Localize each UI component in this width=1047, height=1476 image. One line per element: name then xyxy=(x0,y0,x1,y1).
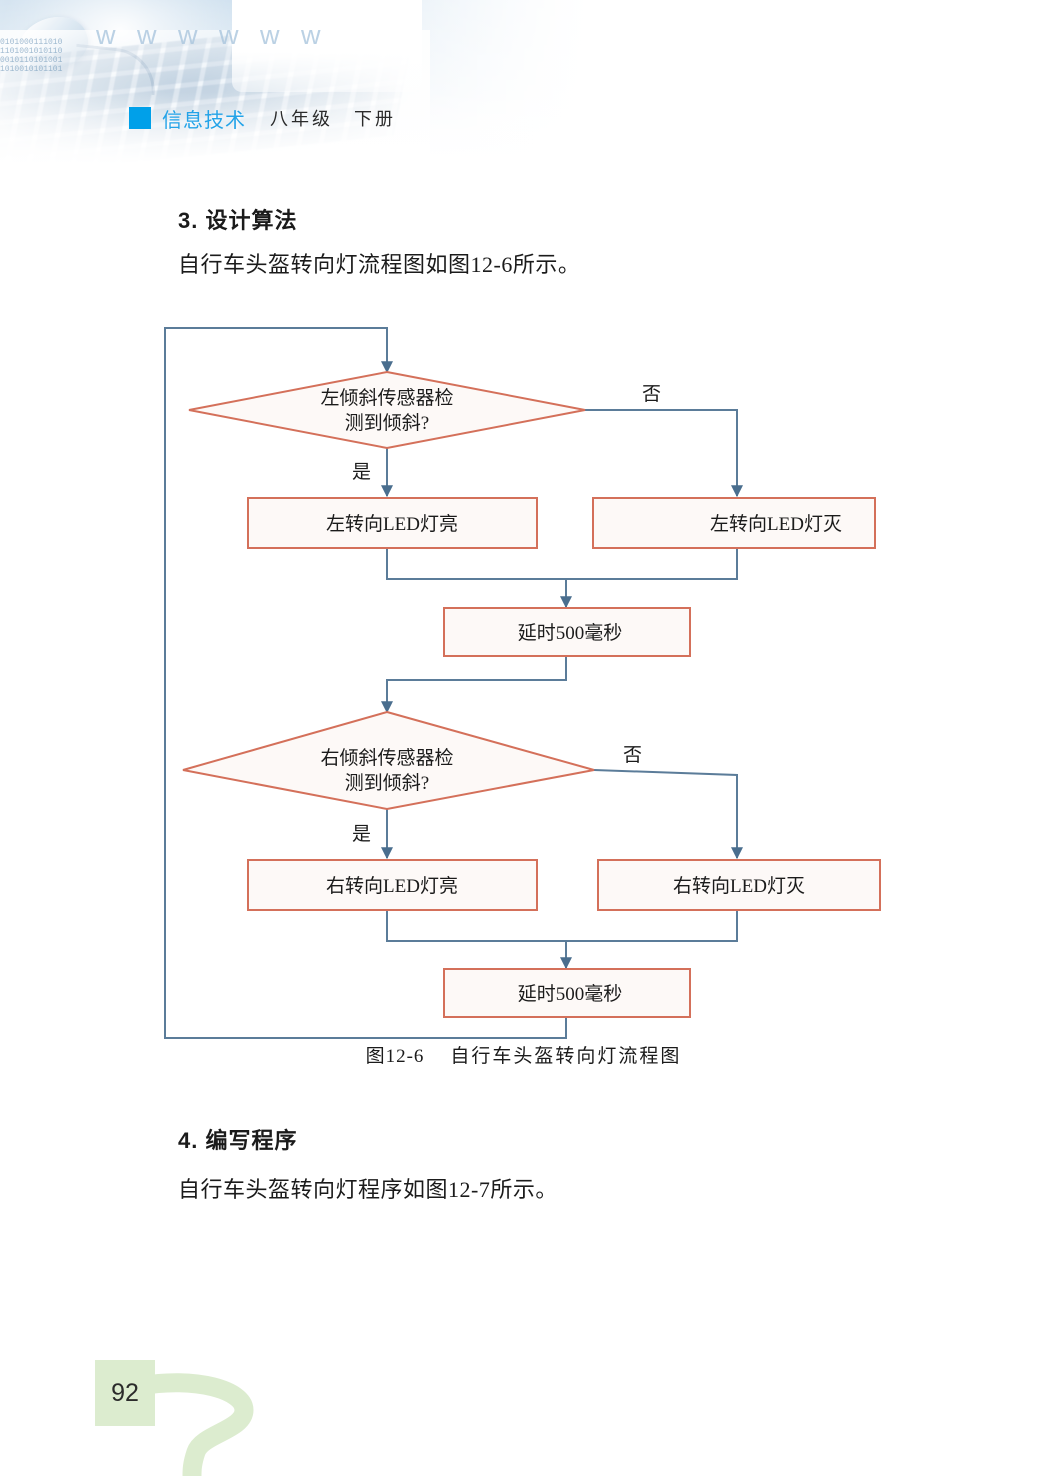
section-heading-write-program: 4. 编写程序 xyxy=(178,1128,298,1153)
flow-node-delay-1: 延时500毫秒 xyxy=(443,607,691,657)
merge-left-2 xyxy=(386,910,566,942)
edge-label-no-1: 否 xyxy=(642,384,661,405)
right-led-on-label: 右转向LED灯亮 xyxy=(326,875,458,897)
merge-left-1 xyxy=(386,548,566,580)
green-swoosh-decoration xyxy=(140,1373,254,1476)
delay-1-label: 延时500毫秒 xyxy=(518,622,623,644)
header-grade-label: 八年级 下册 xyxy=(270,109,396,129)
left-led-on-label: 左转向LED灯亮 xyxy=(326,513,458,535)
edge-label-no-2: 否 xyxy=(623,745,642,766)
figure-caption: 图12-6 自行车头盔转向灯流程图 xyxy=(0,1041,1047,1068)
edge-no-1 xyxy=(585,409,743,498)
header-right-fade xyxy=(360,0,660,172)
delay-2-label: 延时500毫秒 xyxy=(518,983,623,1005)
flow-node-right-led-off: 右转向LED灯灭 xyxy=(597,859,881,911)
flow-node-decision-right-sensor: 右倾斜传感器检 测到倾斜? xyxy=(182,710,595,811)
section-paragraph-write-program: 自行车头盔转向灯程序如图12-7所示。 xyxy=(178,1177,558,1202)
edge-label-yes-2: 是 xyxy=(352,824,371,845)
figure-number: 图12-6 xyxy=(365,1046,425,1067)
flow-node-left-led-off: 左转向LED灯灭 xyxy=(592,497,876,549)
right-led-off-label: 右转向LED灯灭 xyxy=(673,875,805,897)
figure-title: 自行车头盔转向灯流程图 xyxy=(450,1046,682,1067)
merge-right-1 xyxy=(566,548,738,580)
section-heading-design-algorithm: 3. 设计算法 xyxy=(178,208,298,233)
merge-right-2 xyxy=(566,910,738,942)
section-paragraph-design-algorithm: 自行车头盔转向灯流程图如图12-6所示。 xyxy=(178,252,581,277)
flowchart-figure: 左倾斜传感器检 测到倾斜? 是 否 左转向LED灯亮 左转向LED灯灭 延时50… xyxy=(0,300,1047,1060)
decision-right-line1: 右倾斜传感器检 xyxy=(320,747,453,769)
page-number: 92 xyxy=(111,1378,139,1407)
header-title-row: 信息技术 八年级 下册 xyxy=(129,105,396,132)
decision-right-line2: 测到倾斜? xyxy=(345,772,429,794)
flow-node-delay-2: 延时500毫秒 xyxy=(443,968,691,1018)
blue-square-icon xyxy=(129,107,151,129)
flow-connectors xyxy=(164,327,743,1039)
edge-label-yes-1: 是 xyxy=(352,462,371,483)
decision-left-line1: 左倾斜传感器检 xyxy=(320,387,453,409)
flow-node-right-led-on: 右转向LED灯亮 xyxy=(247,859,538,911)
header-subject-label: 信息技术 xyxy=(162,109,246,132)
left-led-off-label: 左转向LED灯灭 xyxy=(710,513,842,535)
page-header-banner: 0101000111010 1101001010110 001011010100… xyxy=(0,0,660,172)
flow-node-decision-left-sensor: 左倾斜传感器检 测到倾斜? xyxy=(188,370,586,450)
flow-node-left-led-on: 左转向LED灯亮 xyxy=(247,497,538,549)
decision-left-line2: 测到倾斜? xyxy=(345,412,429,434)
loop-back-connector xyxy=(164,327,567,1039)
edge-delay1-to-decision2 xyxy=(381,656,567,714)
www-watermark-text: w w w w w w xyxy=(96,20,328,50)
edge-no-2 xyxy=(593,769,743,860)
binary-code-texture: 0101000111010 1101001010110 001011010100… xyxy=(0,38,63,74)
